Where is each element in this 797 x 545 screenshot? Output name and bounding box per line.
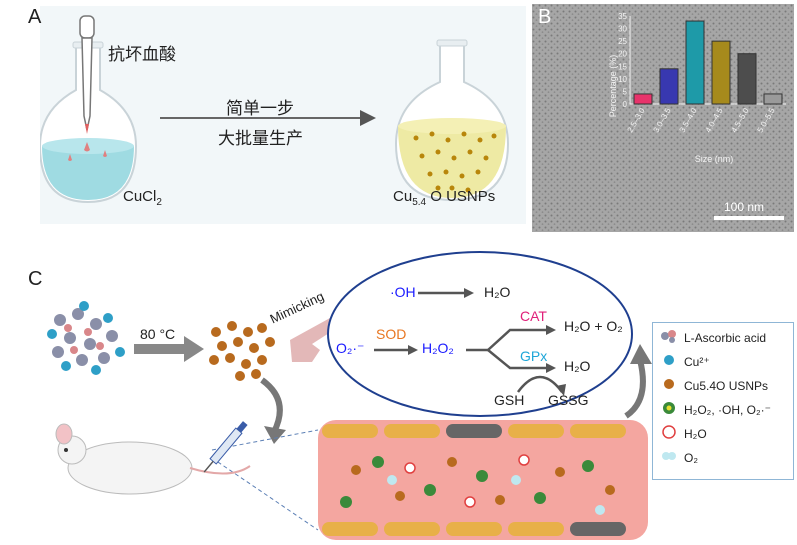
superoxide-label: O₂·⁻	[336, 340, 365, 356]
histogram-bar	[659, 68, 679, 105]
legend-label: H₂O	[684, 427, 707, 441]
x-tick-label: 2.5–3.0	[626, 106, 647, 134]
mouse-illustration	[55, 423, 251, 495]
h2o2-label: H₂O₂	[422, 340, 454, 356]
legend-item: L-Ascorbic acid	[660, 328, 766, 348]
y-tick-label: 25	[618, 37, 627, 46]
x-tick-label: 4.0–4.5	[704, 106, 725, 134]
oxygen-icon	[660, 448, 678, 468]
gsh-label: GSH	[494, 392, 525, 408]
arrow-bottom-label: 大批量生产	[218, 129, 303, 149]
scale-bar	[714, 216, 784, 220]
panel-c-illustration	[47, 251, 652, 540]
product-label: Cu5.4 O USNPs	[393, 188, 496, 208]
legend-label: Cu²⁺	[684, 355, 710, 369]
panel-c-letter: C	[28, 268, 43, 290]
panel-b-letter: B	[538, 6, 552, 28]
water-icon	[660, 424, 678, 444]
legend-label: L-Ascorbic acid	[684, 331, 767, 345]
arrow-top-label: 简单一步	[226, 99, 294, 119]
legend-item: H₂O₂, ·OH, O₂·⁻	[660, 400, 771, 420]
legend-item: Cu5.4O USNPs	[660, 376, 768, 396]
temperature-label: 80 °C	[140, 326, 176, 342]
nanoparticle-cluster	[209, 321, 275, 381]
ros-icon	[660, 400, 678, 420]
gssg-label: GSSG	[548, 392, 589, 408]
legend-label: O₂	[684, 451, 698, 465]
water-product-2: H₂O	[564, 358, 591, 374]
x-tick-label: 3.5–4.0	[678, 106, 699, 134]
dropper-icon	[79, 15, 95, 134]
syringe-icon	[203, 421, 248, 473]
panel-a-illustration	[40, 15, 510, 204]
hydroxyl-label: ·OH	[390, 284, 416, 300]
gpx-label: GPx	[520, 348, 548, 364]
cat-product: H₂O + O₂	[564, 318, 623, 334]
axis-lines	[629, 16, 786, 105]
enzyme-cascade-ellipse	[327, 251, 633, 417]
tem-image: 100 nm	[532, 4, 794, 232]
copper-ion-icon	[660, 352, 678, 372]
heating-arrow	[134, 336, 204, 362]
sod-label: SOD	[376, 326, 407, 342]
precursor-label: CuCl2	[123, 188, 162, 208]
legend-item: O₂	[660, 448, 698, 468]
y-tick-label: 20	[618, 50, 627, 59]
y-tick-label: 15	[618, 62, 627, 71]
y-tick-label: 35	[618, 12, 627, 21]
y-tick-label: 10	[618, 75, 627, 84]
water-product-1: H₂O	[484, 284, 511, 300]
scale-bar-label: 100 nm	[724, 200, 765, 214]
tem-texture	[532, 4, 794, 232]
y-axis-label: Percentage (%)	[608, 55, 618, 118]
curved-arrow-down	[260, 377, 283, 434]
x-tick-label: 4.5–5.0	[730, 106, 751, 134]
histogram-bar	[763, 93, 783, 105]
y-tick-label: 30	[618, 25, 627, 34]
precursor-cluster	[47, 301, 125, 375]
x-axis-label: Size (nm)	[695, 154, 734, 164]
ascorbic-acid-icon	[660, 328, 678, 348]
reaction-arrow	[160, 110, 376, 126]
panel-a-letter: A	[28, 6, 42, 28]
legend-item: Cu²⁺	[660, 352, 710, 372]
blood-vessel	[318, 420, 648, 540]
y-tick-label: 5	[623, 87, 628, 96]
legend-label: H₂O₂, ·OH, O₂·⁻	[684, 403, 771, 417]
flask-with-nanoparticles	[394, 39, 510, 202]
cat-label: CAT	[520, 308, 547, 324]
histogram-bar	[633, 93, 653, 105]
nanoparticle-icon	[660, 376, 678, 396]
legend-label: Cu5.4O USNPs	[684, 379, 769, 393]
legend-item: H₂O	[660, 424, 707, 444]
histogram-bar	[737, 53, 757, 105]
histogram-bar	[685, 20, 705, 105]
y-tick-label: 0	[623, 100, 628, 109]
legend-box	[652, 322, 794, 480]
reagent-label: 抗坏血酸	[108, 45, 176, 65]
x-tick-label: 3.0–3.5	[652, 106, 673, 134]
histogram-bar	[711, 40, 731, 105]
x-tick-label: 5.0–5.5	[756, 106, 777, 134]
